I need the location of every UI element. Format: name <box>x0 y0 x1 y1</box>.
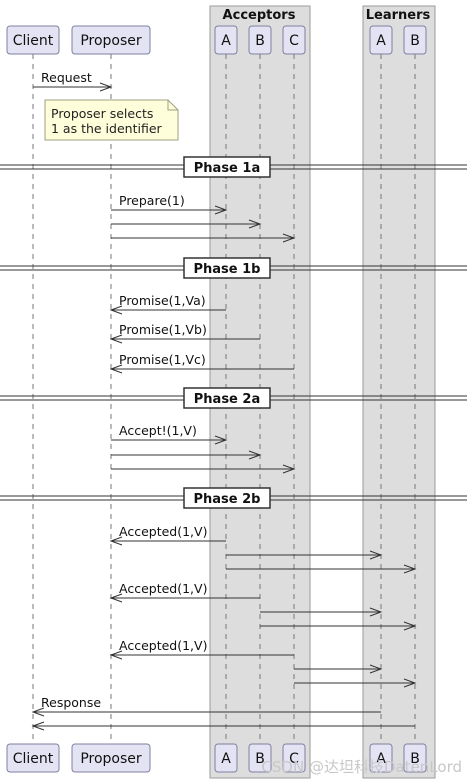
arrowhead <box>109 536 123 546</box>
participant-label-acc_b-bottom: B <box>255 751 265 767</box>
phase-2a-label-box <box>183 387 271 409</box>
arrowhead <box>31 721 45 731</box>
participant-learn_a-bottom <box>369 743 393 773</box>
message-18 <box>294 664 383 674</box>
participant-client-top <box>6 25 60 55</box>
message-14: Accepted(1,V) <box>109 581 260 603</box>
arrowhead <box>403 678 417 688</box>
message-label: Accept!(1,V) <box>119 423 197 438</box>
message-12 <box>226 550 383 560</box>
note-fold <box>167 100 178 111</box>
message-8: Accept!(1,V) <box>111 423 228 445</box>
phase-2b-label-box <box>183 487 271 509</box>
arrowhead <box>369 607 383 617</box>
message-2: Prepare(1) <box>111 193 228 215</box>
participant-proposer-bottom <box>71 743 151 773</box>
message-label: Accepted(1,V) <box>119 638 207 653</box>
arrowhead <box>403 564 417 574</box>
participant-label-acc_b-top: B <box>255 33 265 49</box>
phase-2b-label: Phase 2b <box>194 492 261 507</box>
participant-learn_b-bottom <box>403 743 427 773</box>
message-6: Promise(1,Vb) <box>109 322 260 344</box>
participant-acc_c-top <box>282 25 306 55</box>
message-label: Accepted(1,V) <box>119 524 207 539</box>
arrowhead <box>109 650 123 660</box>
participant-acc_a-bottom <box>214 743 238 773</box>
message-label: Response <box>41 695 101 710</box>
acceptors-box-title: Acceptors <box>223 8 296 23</box>
message-label: Prepare(1) <box>119 193 185 208</box>
participant-label-learn_a-bottom: A <box>376 751 386 767</box>
watermark-text: CSDN @达坦科技DatenLord <box>261 758 462 776</box>
message-label: Promise(1,Vb) <box>119 322 207 337</box>
participant-client-bottom <box>6 743 60 773</box>
phase-1a-label-box <box>183 156 271 178</box>
message-16 <box>260 621 417 631</box>
arrowhead <box>369 550 383 560</box>
arrowhead <box>109 364 123 374</box>
participant-label-acc_c-bottom: C <box>289 751 299 767</box>
arrowhead <box>214 435 228 445</box>
arrowhead <box>369 664 383 674</box>
participant-label-acc_c-top: C <box>289 33 299 49</box>
message-3 <box>111 219 262 229</box>
message-7: Promise(1,Vc) <box>109 352 294 374</box>
participant-acc_b-bottom <box>248 743 272 773</box>
phase-1b-label: Phase 1b <box>194 262 261 277</box>
arrowhead <box>282 233 296 243</box>
message-19 <box>294 678 417 688</box>
participant-label-acc_a-bottom: A <box>221 751 231 767</box>
note-line-2: 1 as the identifier <box>51 121 163 136</box>
participant-label-client-top: Client <box>13 33 54 49</box>
message-9 <box>111 450 262 460</box>
learners-box <box>362 5 436 779</box>
message-15 <box>260 607 383 617</box>
participant-acc_b-top <box>248 25 272 55</box>
message-label: Promise(1,Vc) <box>119 352 206 367</box>
arrowhead <box>109 305 123 315</box>
message-10 <box>111 464 296 474</box>
message-label: Request <box>41 70 92 85</box>
arrowhead <box>403 621 417 631</box>
phase-2a-label: Phase 2a <box>194 392 260 407</box>
message-5: Promise(1,Va) <box>109 293 226 315</box>
message-label: Promise(1,Va) <box>119 293 206 308</box>
participant-learn_a-top <box>369 25 393 55</box>
participant-label-learn_b-bottom: B <box>410 751 420 767</box>
participant-label-learn_b-top: B <box>410 33 420 49</box>
participant-acc_a-top <box>214 25 238 55</box>
learners-box-title: Learners <box>366 8 431 23</box>
participant-proposer-top <box>71 25 151 55</box>
phase-1a-label: Phase 1a <box>194 161 260 176</box>
arrowhead <box>109 593 123 603</box>
participant-label-learn_a-top: A <box>376 33 386 49</box>
message-11: Accepted(1,V) <box>109 524 226 546</box>
arrowhead <box>214 205 228 215</box>
message-17: Accepted(1,V) <box>109 638 294 660</box>
arrowhead <box>282 464 296 474</box>
message-1: Request <box>33 70 113 92</box>
participant-label-client-bottom: Client <box>13 751 54 767</box>
participant-acc_c-bottom <box>282 743 306 773</box>
message-20: Response <box>31 695 381 717</box>
arrowhead <box>99 82 113 92</box>
message-4 <box>111 233 296 243</box>
phase-1b-label-box <box>183 257 271 279</box>
participant-label-acc_a-top: A <box>221 33 231 49</box>
message-label: Accepted(1,V) <box>119 581 207 596</box>
note-box <box>44 99 179 141</box>
arrowhead <box>109 334 123 344</box>
message-21 <box>31 721 415 731</box>
participant-learn_b-top <box>403 25 427 55</box>
arrowhead <box>248 219 262 229</box>
participant-label-proposer-top: Proposer <box>80 33 142 49</box>
message-13 <box>226 564 417 574</box>
arrowhead <box>31 707 45 717</box>
arrowhead <box>248 450 262 460</box>
note-line-1: Proposer selects <box>51 106 153 121</box>
participant-label-proposer-bottom: Proposer <box>80 751 142 767</box>
